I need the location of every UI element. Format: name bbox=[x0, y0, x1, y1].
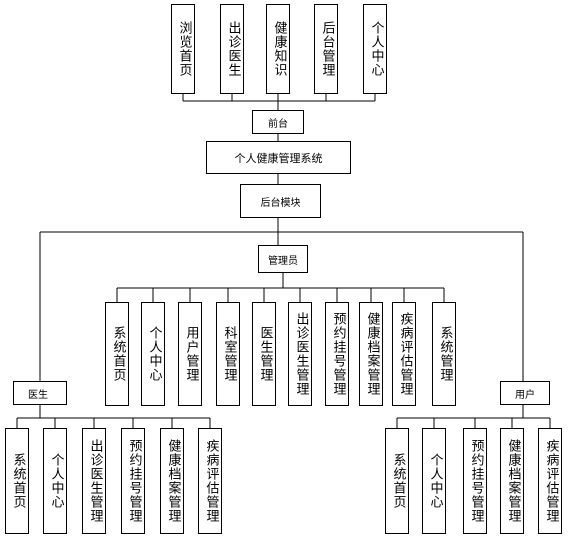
user-item-health-record-management: 健康档案管理 bbox=[500, 428, 524, 534]
user-item-label: 个人中心 bbox=[427, 453, 443, 509]
doctor-item-label: 健康档案管理 bbox=[165, 439, 181, 523]
frontend-item-browse-home: 浏览首页 bbox=[171, 4, 195, 94]
admin-item-appointment-management: 预约挂号管理 bbox=[325, 302, 349, 406]
frontend-item-label: 后台管理 bbox=[319, 21, 335, 77]
doctor-item-system-home: 系统首页 bbox=[5, 428, 29, 534]
admin-item-personal-center: 个人中心 bbox=[141, 302, 165, 406]
system-node-label: 个人健康管理系统 bbox=[234, 151, 323, 165]
backend-node-label: 后台模块 bbox=[260, 197, 301, 209]
doctor-item-health-record-management: 健康档案管理 bbox=[160, 428, 184, 534]
admin-item-label: 出诊医生管理 bbox=[293, 312, 309, 396]
system-node: 个人健康管理系统 bbox=[206, 141, 351, 174]
admin-node-label: 管理员 bbox=[268, 255, 298, 267]
admin-item-health-record-management: 健康档案管理 bbox=[359, 302, 383, 406]
doctor-item-disease-assessment-management: 疾病评估管理 bbox=[198, 428, 222, 534]
admin-item-user-management: 用户管理 bbox=[178, 302, 202, 406]
doctor-item-label: 疾病评估管理 bbox=[203, 439, 219, 523]
admin-node: 管理员 bbox=[258, 245, 308, 273]
frontend-item-backend-management: 后台管理 bbox=[314, 4, 338, 94]
admin-item-label: 科室管理 bbox=[221, 326, 237, 382]
admin-item-label: 疾病评估管理 bbox=[397, 312, 413, 396]
admin-item-department-management: 科室管理 bbox=[216, 302, 240, 406]
doctor-item-label: 预约挂号管理 bbox=[126, 439, 142, 523]
user-item-label: 疾病评估管理 bbox=[543, 439, 559, 523]
admin-item-system-management: 系统管理 bbox=[432, 302, 456, 406]
frontend-item-doctors-on-duty: 出诊医生 bbox=[220, 4, 244, 94]
doctor-node: 医生 bbox=[13, 381, 67, 405]
doctor-node-label: 医生 bbox=[28, 389, 48, 401]
doctor-item-label: 个人中心 bbox=[48, 453, 64, 509]
user-item-personal-center: 个人中心 bbox=[422, 428, 446, 534]
user-item-label: 预约挂号管理 bbox=[468, 439, 484, 523]
frontend-item-label: 健康知识 bbox=[271, 21, 287, 77]
admin-item-label: 预约挂号管理 bbox=[330, 312, 346, 396]
user-item-disease-assessment-management: 疾病评估管理 bbox=[538, 428, 562, 534]
frontend-item-health-knowledge: 健康知识 bbox=[266, 4, 290, 94]
frontend-node: 前台 bbox=[252, 110, 304, 134]
admin-item-disease-assessment-management: 疾病评估管理 bbox=[392, 302, 416, 406]
doctor-item-label: 系统首页 bbox=[10, 453, 26, 509]
admin-item-label: 用户管理 bbox=[183, 326, 199, 382]
doctor-item-doctor-schedule-management: 出诊医生管理 bbox=[82, 428, 106, 534]
admin-item-label: 系统管理 bbox=[437, 326, 453, 382]
user-node-label: 用户 bbox=[515, 389, 535, 401]
frontend-item-personal-center: 个人中心 bbox=[363, 4, 387, 94]
admin-item-label: 个人中心 bbox=[146, 326, 162, 382]
admin-item-label: 医生管理 bbox=[257, 326, 273, 382]
frontend-item-label: 浏览首页 bbox=[176, 21, 192, 77]
user-item-label: 系统首页 bbox=[390, 453, 406, 509]
admin-item-label: 系统首页 bbox=[110, 326, 126, 382]
frontend-node-label: 前台 bbox=[268, 118, 288, 130]
admin-item-system-home: 系统首页 bbox=[105, 302, 129, 406]
user-item-label: 健康档案管理 bbox=[505, 439, 521, 523]
user-node: 用户 bbox=[500, 381, 550, 405]
user-item-system-home: 系统首页 bbox=[385, 428, 409, 534]
doctor-item-appointment-management: 预约挂号管理 bbox=[121, 428, 145, 534]
frontend-item-label: 出诊医生 bbox=[225, 21, 241, 77]
admin-item-doctor-schedule-management: 出诊医生管理 bbox=[288, 302, 312, 406]
doctor-item-personal-center: 个人中心 bbox=[43, 428, 67, 534]
admin-item-doctor-management: 医生管理 bbox=[252, 302, 276, 406]
doctor-item-label: 出诊医生管理 bbox=[87, 439, 103, 523]
user-item-appointment-management: 预约挂号管理 bbox=[463, 428, 487, 534]
admin-item-label: 健康档案管理 bbox=[364, 312, 380, 396]
frontend-item-label: 个人中心 bbox=[368, 21, 384, 77]
backend-node: 后台模块 bbox=[240, 184, 321, 218]
